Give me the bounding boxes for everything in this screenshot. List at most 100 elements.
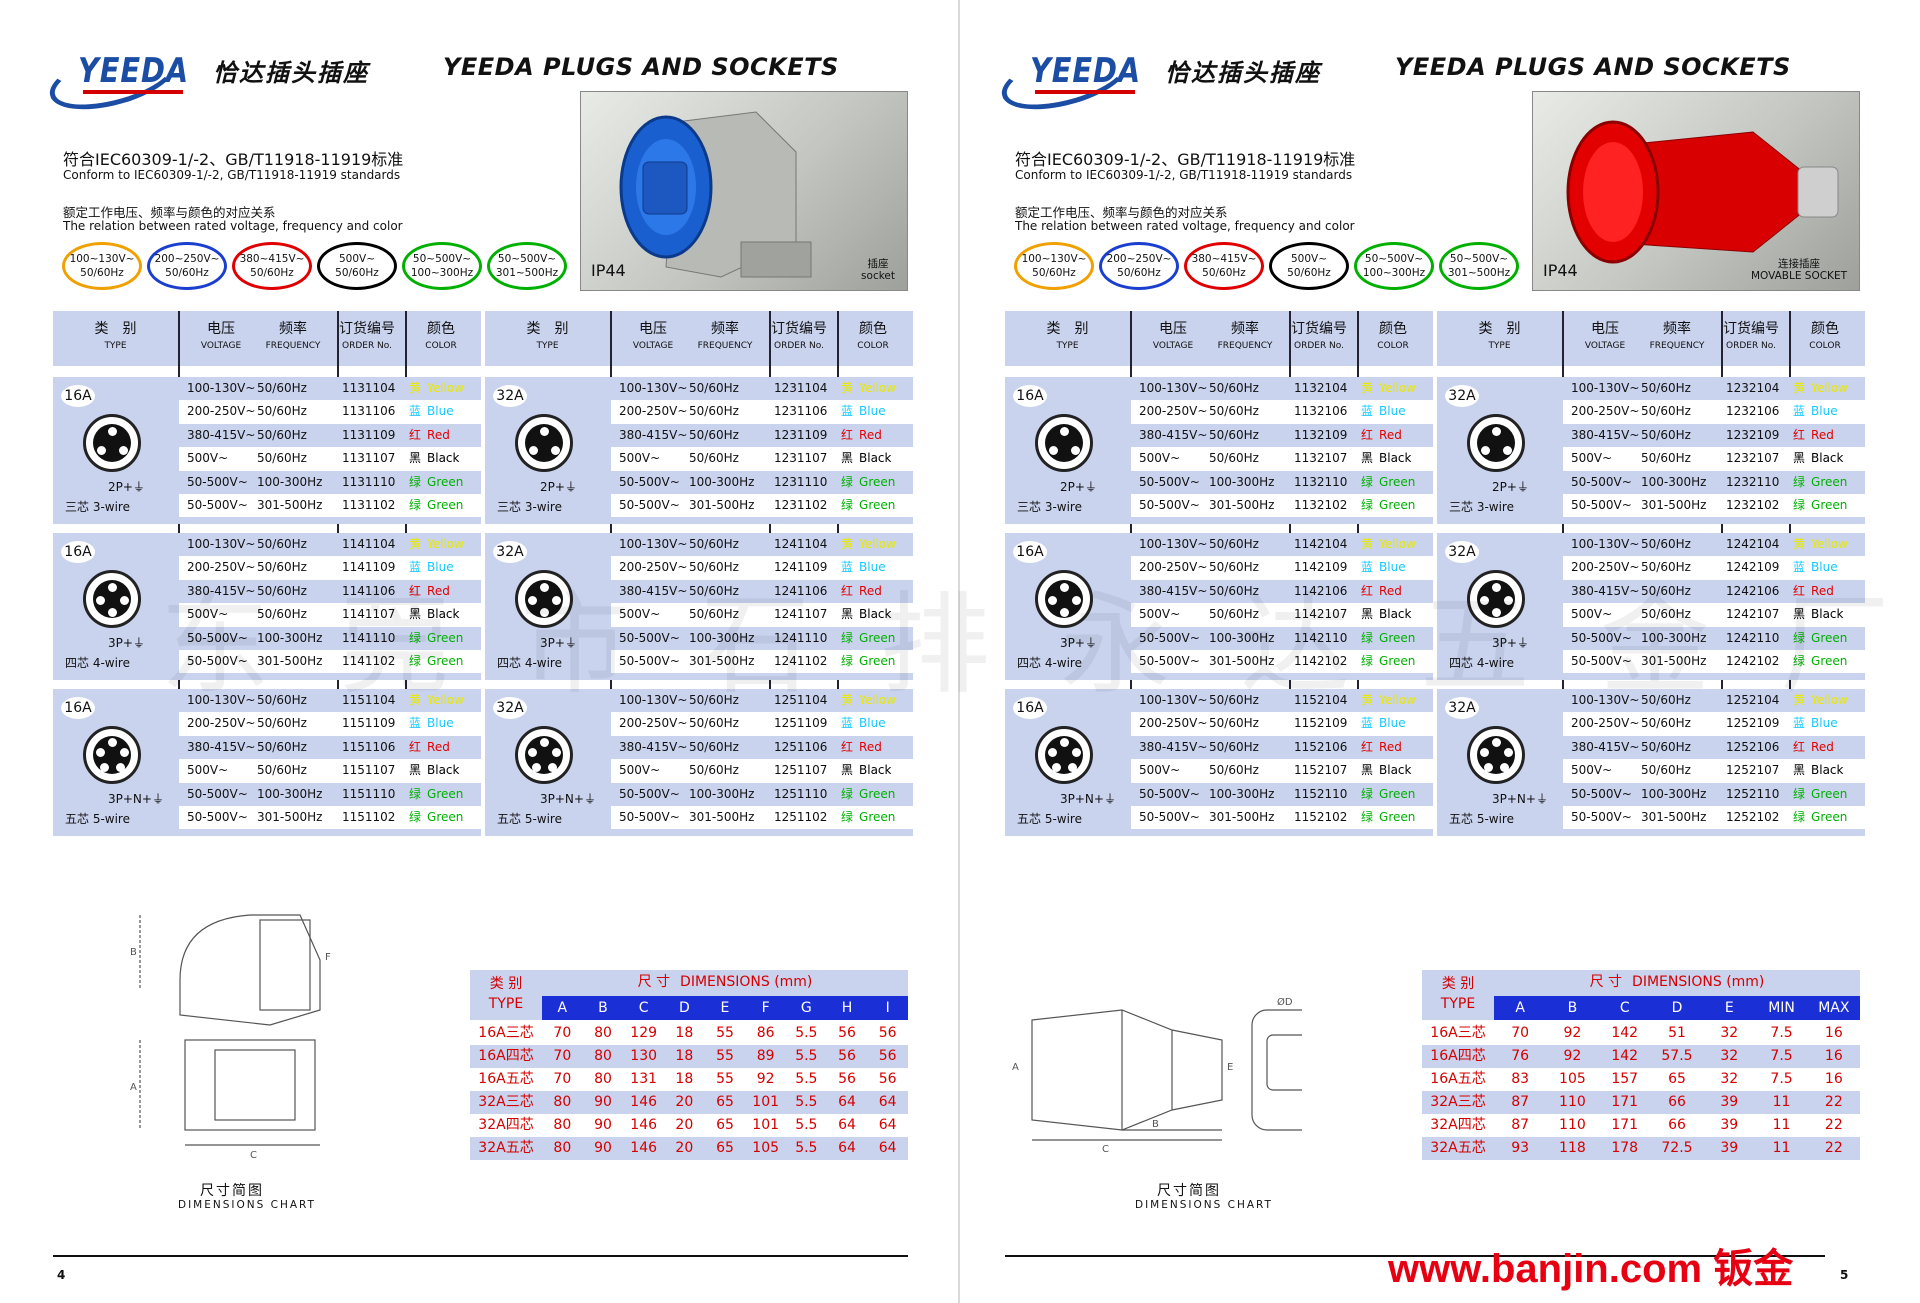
- pin-dot: [1481, 446, 1490, 455]
- header-chinese: 订货编号: [771, 321, 827, 337]
- header-chinese: 颜色: [859, 321, 887, 337]
- header-english: FREQUENCY: [1217, 341, 1273, 351]
- pole-config: 2P+⏚: [540, 480, 577, 494]
- voltage-cell: 500V~: [1571, 451, 1613, 466]
- voltage-cell: 200-250V~: [619, 560, 688, 575]
- color-chinese: 红: [1361, 739, 1374, 754]
- voltage-cell: 50-500V~: [187, 498, 248, 512]
- color-chinese: 黑: [1361, 763, 1374, 778]
- title-english: YEEDA PLUGS AND SOCKETS: [443, 53, 839, 81]
- pin-dot: [1500, 763, 1509, 772]
- frequency-cell: 50/60Hz: [1209, 716, 1259, 731]
- pole-config: 2P+⏚: [1492, 480, 1529, 494]
- order-code-cell: 1142107: [1294, 607, 1348, 622]
- pin-dot: [97, 446, 106, 455]
- color-chinese: 蓝: [409, 404, 422, 419]
- voltage-cell: 500V~: [619, 763, 661, 778]
- dim-type-cell: 16A五芯: [478, 1071, 534, 1087]
- amperage-badge: 16A: [61, 697, 95, 719]
- color-english: Green: [1811, 474, 1848, 489]
- voltage-oval: 500V~50/60Hz: [1269, 242, 1349, 290]
- voltage-oval: 50~500V~301~500Hz: [487, 242, 567, 290]
- color-english: Yellow: [1379, 693, 1416, 707]
- pole-config: 3P+⏚: [108, 636, 145, 650]
- frequency-cell: 301-500Hz: [1641, 498, 1707, 512]
- header-english: FREQUENCY: [1649, 341, 1705, 351]
- voltage-cell: 500V~: [1571, 763, 1613, 778]
- header-english: COLOR: [425, 341, 457, 351]
- color-english: Red: [427, 427, 450, 442]
- oval-frequency: 100~300Hz: [410, 267, 474, 279]
- frequency-cell: 50/60Hz: [257, 451, 307, 466]
- order-code-cell: 1231109: [774, 427, 828, 442]
- pole-config: 3P+N+⏚: [540, 792, 596, 806]
- voltage-cell: 500V~: [619, 451, 661, 466]
- wire-count: 五芯 5-wire: [497, 812, 562, 826]
- pin-dot: [1052, 763, 1061, 772]
- pin-face: [93, 736, 131, 774]
- standard-chinese: 符合IEC60309-1/-2、GB/T11918-11919标准: [63, 150, 404, 169]
- color-english: Blue: [1811, 404, 1838, 419]
- promo-banner[interactable]: www.banjin.com 钣金: [1388, 1247, 1794, 1291]
- color-english: Blue: [1379, 404, 1406, 419]
- dim-value-cell: 80: [553, 1094, 572, 1110]
- relation-english: The relation between rated voltage, freq…: [1015, 219, 1355, 233]
- dim-value-cell: 65: [1668, 1071, 1686, 1087]
- wire-count: 三芯 3-wire: [497, 500, 562, 514]
- voltage-cell: 500V~: [187, 607, 229, 622]
- color-english: Black: [1811, 763, 1844, 778]
- voltage-cell: 380-415V~: [619, 583, 688, 598]
- dim-value-cell: 142: [1611, 1048, 1639, 1064]
- dim-column-header: I: [885, 1000, 890, 1016]
- color-chinese: 红: [841, 583, 854, 598]
- pin-dot: [96, 596, 105, 605]
- color-chinese: 蓝: [841, 560, 854, 575]
- frequency-cell: 50/60Hz: [1641, 763, 1691, 778]
- page-number: 4: [57, 1268, 66, 1282]
- oval-frequency: 50/60Hz: [1202, 267, 1246, 279]
- color-chinese: 绿: [1793, 654, 1806, 668]
- pin-dot: [1504, 596, 1513, 605]
- color-chinese: 绿: [1361, 786, 1374, 801]
- color-chinese: 黑: [409, 607, 422, 622]
- caption-chinese: 插座: [867, 258, 889, 270]
- oval-voltage: 380~415V~: [239, 253, 305, 265]
- standard-english: Conform to IEC60309-1/-2, GB/T11918-1191…: [63, 168, 401, 182]
- dim-value-cell: 65: [716, 1094, 734, 1110]
- header-english: FREQUENCY: [265, 341, 321, 351]
- color-chinese: 红: [409, 427, 422, 442]
- header-english: ORDER No.: [341, 341, 392, 351]
- oval-voltage: 500V~: [1290, 253, 1328, 265]
- wire-count: 三芯 3-wire: [1017, 500, 1082, 514]
- oval-frequency: 50/60Hz: [165, 267, 209, 279]
- color-chinese: 黄: [1361, 381, 1374, 395]
- wire-count: 三芯 3-wire: [1449, 500, 1514, 514]
- voltage-cell: 380-415V~: [619, 739, 688, 754]
- color-chinese: 蓝: [1361, 716, 1374, 731]
- dim-value-cell: 20: [675, 1140, 694, 1156]
- voltage-cell: 50-500V~: [1139, 630, 1200, 645]
- color-english: Blue: [859, 716, 886, 731]
- voltage-cell: 380-415V~: [187, 583, 256, 598]
- oval-voltage: 50~500V~: [412, 253, 472, 265]
